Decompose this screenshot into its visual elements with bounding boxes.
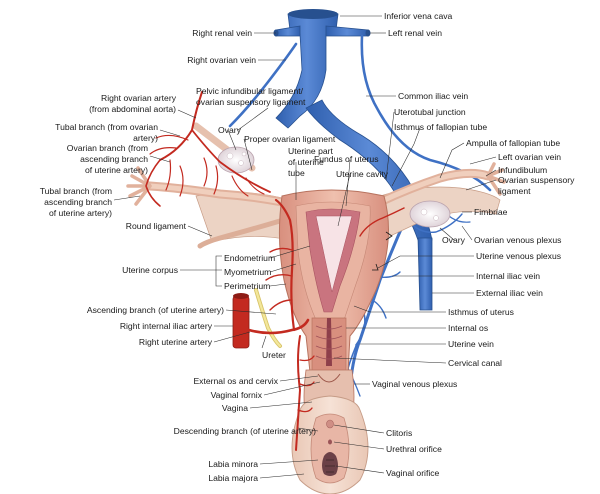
label-right-renal-vein: Right renal vein bbox=[192, 28, 252, 38]
label-vaginal-venous-plexus: Vaginal venous plexus bbox=[372, 379, 457, 389]
uterine-cavity bbox=[315, 215, 353, 293]
ureter bbox=[254, 288, 282, 348]
label-right-ovarian-artery: Right ovarian artery bbox=[101, 93, 177, 103]
label-vagina: Vagina bbox=[222, 403, 248, 413]
label-tubal-branch-ovarian: Tubal branch (from ovarian bbox=[55, 122, 158, 132]
label-right-uterine-artery: Right uterine artery bbox=[139, 337, 213, 347]
label-tubal-branch-uterine-3: of uterine artery) bbox=[49, 208, 112, 218]
label-ovarian-branch: Ovarian branch (from bbox=[67, 143, 148, 153]
uterus bbox=[278, 189, 389, 373]
right-ovary bbox=[217, 146, 255, 174]
uterine-artery bbox=[247, 198, 315, 451]
label-uterine-cavity: Uterine cavity bbox=[336, 169, 389, 179]
label-descending-branch: Descending branch (of uterine artery) bbox=[174, 426, 316, 436]
label-ovarian-suspensory: Ovarian suspensory bbox=[498, 175, 575, 185]
label-left-renal-vein: Left renal vein bbox=[388, 28, 442, 38]
label-vaginal-fornix: Vaginal fornix bbox=[211, 390, 263, 400]
label-uterine-part-tube-2: of uterine bbox=[288, 157, 324, 167]
ovarian-artery bbox=[145, 91, 271, 207]
label-clitoris: Clitoris bbox=[386, 428, 412, 438]
label-right-ovarian-vein: Right ovarian vein bbox=[187, 55, 256, 65]
label-ampulla: Ampulla of fallopian tube bbox=[466, 138, 560, 148]
external-iliac-vein bbox=[417, 237, 433, 311]
label-uterine-vein: Uterine vein bbox=[448, 339, 494, 349]
label-labia-majora: Labia majora bbox=[208, 473, 258, 483]
label-right-ovarian-artery-2: (from abdominal aorta) bbox=[89, 104, 176, 114]
label-ovarian-venous-plexus: Ovarian venous plexus bbox=[474, 235, 561, 245]
label-isthmus-fallopian: Isthmus of fallopian tube bbox=[394, 122, 487, 132]
arrow-markers bbox=[372, 231, 393, 271]
right-internal-iliac-artery bbox=[232, 293, 250, 349]
label-inferior-vena-cava: Inferior vena cava bbox=[384, 11, 453, 21]
label-common-iliac-vein: Common iliac vein bbox=[398, 91, 468, 101]
label-uterine-venous-plexus: Uterine venous plexus bbox=[476, 251, 561, 261]
round-ligament bbox=[197, 215, 293, 249]
label-tubal-branch-uterine: Tubal branch (from bbox=[40, 186, 112, 196]
label-ovarian-branch-2: ascending branch bbox=[80, 154, 148, 164]
vulva bbox=[291, 395, 369, 494]
cervical-canal bbox=[326, 318, 332, 366]
left-ovary bbox=[409, 200, 451, 228]
inferior-vena-cava bbox=[275, 9, 339, 129]
label-pelvic-infundibular: Pelvic infundibular ligament/ bbox=[196, 86, 304, 96]
label-pelvic-infundibular-2: ovarian suspensory ligament bbox=[196, 97, 306, 107]
label-uterotubal-junction: Uterotubal junction bbox=[394, 107, 466, 117]
label-isthmus-uterus: Isthmus of uterus bbox=[448, 307, 514, 317]
renal-veins bbox=[273, 25, 371, 37]
label-internal-os: Internal os bbox=[448, 323, 488, 333]
label-cervical-canal: Cervical canal bbox=[448, 358, 502, 368]
leader-lines bbox=[113, 15, 497, 479]
label-fimbriae: Fimbriae bbox=[474, 207, 508, 217]
label-external-iliac-vein: External iliac vein bbox=[476, 288, 543, 298]
label-left-ovarian-vein: Left ovarian vein bbox=[498, 152, 561, 162]
label-perimetrium: Perimetrium bbox=[224, 281, 270, 291]
internal-iliac-vein bbox=[348, 218, 407, 392]
label-ovary-top: Ovary bbox=[218, 125, 242, 135]
label-uterine-part-tube: Uterine part bbox=[288, 146, 334, 156]
left-uterine-arcade bbox=[359, 207, 405, 237]
label-labia-minora: Labia minora bbox=[208, 459, 258, 469]
label-infundibulum: Infundibulum bbox=[498, 165, 547, 175]
label-ovarian-branch-3: of uterine artery) bbox=[85, 165, 148, 175]
label-tubal-branch-ovarian-2: artery) bbox=[133, 133, 158, 143]
label-ascending-branch: Ascending branch (of uterine artery) bbox=[87, 305, 224, 315]
label-ureter: Ureter bbox=[262, 350, 286, 360]
label-ovarian-suspensory-2: ligament bbox=[498, 186, 531, 196]
label-round-ligament: Round ligament bbox=[126, 221, 187, 231]
left-fallopian-tube bbox=[375, 162, 506, 207]
label-uterine-part-tube-3: tube bbox=[288, 168, 305, 178]
label-internal-iliac-vein: Internal iliac vein bbox=[476, 271, 540, 281]
label-tubal-branch-uterine-2: ascending branch bbox=[44, 197, 112, 207]
label-myometrium: Myometrium bbox=[224, 267, 271, 277]
labels: Inferior vena cava Right renal vein Left… bbox=[40, 11, 575, 483]
label-external-os: External os and cervix bbox=[193, 376, 278, 386]
label-right-internal-iliac-artery: Right internal iliac artery bbox=[120, 321, 213, 331]
label-endometrium: Endometrium bbox=[224, 253, 275, 263]
label-vaginal-orifice: Vaginal orifice bbox=[386, 468, 440, 478]
label-fundus: Fundus of uterus bbox=[314, 154, 379, 164]
label-ovary-right: Ovary bbox=[442, 235, 466, 245]
label-proper-ovarian-ligament: Proper ovarian ligament bbox=[244, 134, 336, 144]
label-urethral-orifice: Urethral orifice bbox=[386, 444, 442, 454]
label-uterine-corpus: Uterine corpus bbox=[122, 265, 178, 275]
